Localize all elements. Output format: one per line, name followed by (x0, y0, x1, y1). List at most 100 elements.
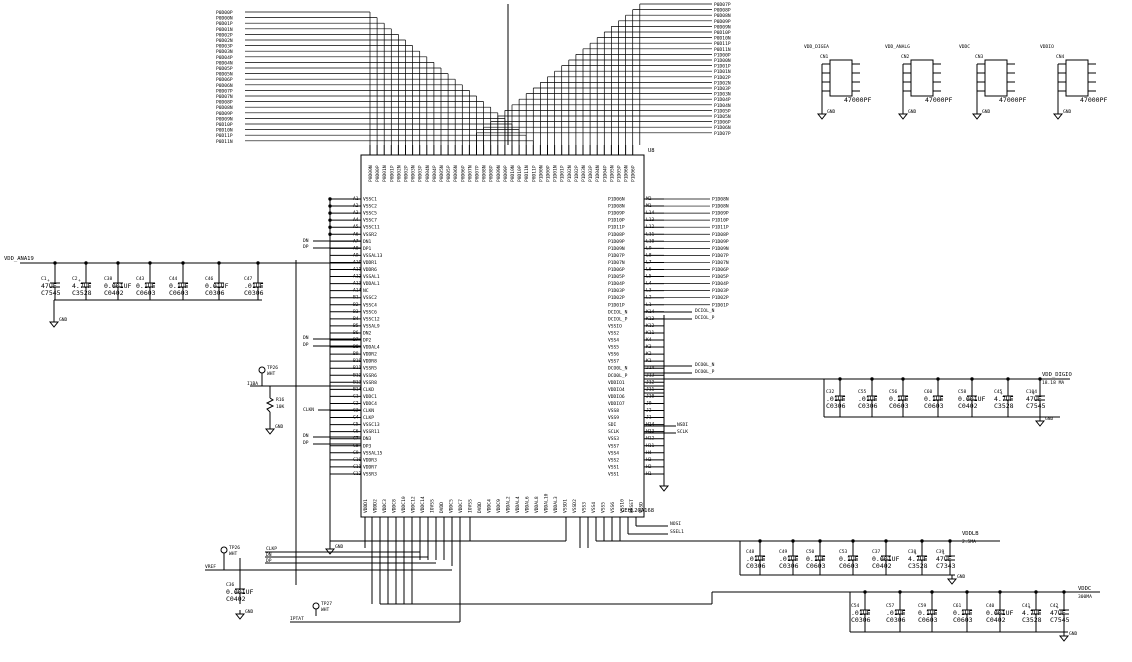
connector-net-label: VDD_DIGEA (804, 44, 829, 50)
ic-left-pin-number: B2 (353, 302, 359, 308)
ic-right-pin-name: P1D09N (608, 246, 625, 252)
net-label-top-right: P1D06P (714, 120, 731, 126)
ic-right-pin-name: VSS1 (608, 471, 619, 477)
ic-top-pin-label: P0D04P (432, 165, 438, 182)
ic-right-pin-number: L7 (646, 259, 652, 265)
ic-right-pin-number: L12 (646, 224, 655, 230)
cap-ref: C38 (104, 276, 113, 282)
cap-package: C0402 (104, 289, 124, 297)
svg-text:+: + (1028, 606, 1031, 611)
ic-right-pin-name: DCIOL_N (608, 309, 628, 315)
gnd-label: GND (908, 109, 917, 115)
ic-bottom-pin-label: VSSD2 (572, 499, 578, 513)
ic-bottom-pin-label: VDDC8 (392, 499, 398, 513)
ic-top-pin-label: P1D02P (574, 165, 580, 182)
cap-package: C0603 (169, 289, 189, 297)
junction-dot (84, 261, 88, 265)
net-label-dp: DP (303, 440, 309, 446)
ic-right-pin-number: L4 (646, 281, 652, 287)
ic-left-pin-number: C8 (353, 443, 359, 449)
ic-right-pin-number: H2 (646, 464, 652, 470)
ic-right-pin-name: VSS5 (608, 345, 619, 351)
ic-right-pin-number: K1 (646, 358, 652, 364)
ic-left-pin-number: C9 (353, 450, 359, 456)
rail_vddc-current: 300MA (1078, 594, 1092, 600)
cap-package: C7545 (41, 289, 61, 297)
ground-symbol (48, 318, 60, 328)
net-label-right: P1D09P (712, 239, 729, 245)
ic-left-pin-name: VSSC2 (363, 295, 377, 301)
ic-top-pin-label: P1D05N (609, 165, 615, 182)
capacitor (848, 541, 858, 575)
capacitor (867, 379, 877, 417)
net-label-top-right: P1D02N (714, 80, 731, 86)
cap-package: C0603 (806, 562, 826, 570)
net-label-top-left: P0D01P (216, 21, 233, 27)
cap-value: 47UF (1050, 609, 1066, 617)
ic-left-pin-number: C7 (353, 436, 359, 442)
ic-right-pin-number: K11 (646, 330, 655, 336)
ic-right-pin-number: H13 (646, 429, 655, 435)
resistor-ref: R16 (276, 397, 285, 403)
cap-package: C0306 (244, 289, 264, 297)
ic-right-pin-number: K12 (646, 323, 655, 329)
ic-right-pin-number: J13 (646, 372, 655, 378)
cap-value: 0.001UF (104, 282, 131, 290)
cap-value: 0.001UF (872, 555, 899, 563)
gnd-label: GND (957, 574, 966, 580)
net-label-dco-n: DCO0L_N (695, 362, 715, 368)
cap-package: C3528 (1022, 616, 1042, 624)
ic-bottom-pin-label: IOVSS (430, 499, 436, 513)
net-label-clkp: CLKP (266, 546, 277, 552)
cap-value: 0.1UF (889, 395, 909, 403)
net-label-sdi: NSDI (677, 422, 688, 428)
ic-right-pin-name: P1D04P (608, 281, 625, 287)
ic-right-pin-name: P1D02P (608, 295, 625, 301)
cap-ref: C104 (1026, 389, 1037, 395)
test-point-ref: TP27 (321, 601, 332, 607)
ic-left-pin-name: VSSR8 (363, 380, 377, 386)
ic-right-pin-number: L1 (646, 302, 652, 308)
ic-right-pin-name: VSS3 (608, 436, 619, 442)
static-wiring (20, 4, 1100, 633)
cap-value: 0.001UF (958, 395, 985, 403)
junction-dot (256, 261, 260, 265)
net-label-right: P1D11P (712, 225, 729, 231)
capacitor (898, 379, 908, 417)
ic-right-pin-number: L13 (646, 217, 655, 223)
net-label-top-right: P1D05N (714, 114, 731, 120)
ic-right-pin-name: DCO0L_P (608, 373, 628, 379)
ic-top-pin-label: P0D05P (446, 165, 452, 182)
capacitor (881, 541, 891, 575)
ic-top-pin-label: P1D01N (553, 165, 559, 182)
ic-bottom-pin-label: VDDC14 (420, 496, 426, 513)
cap-ref: C2 (72, 276, 78, 282)
net-label-vref: VREF (205, 564, 216, 570)
ic-left-pin-name: VDDR1 (363, 260, 377, 266)
ic-right-pin-number: K4 (646, 337, 652, 343)
net-label-right: P1D09P (712, 211, 729, 217)
cap-value: 0.1UF (924, 395, 944, 403)
ic-top-pin-label: P0D04N (425, 165, 431, 182)
ic-bottom-pin-label: VDDAL8 (534, 496, 540, 513)
connector-value: 47000PF (999, 96, 1026, 104)
ic-left-pin-name: DN1 (363, 239, 372, 245)
ic-top-pin-label: P1D06P (631, 165, 637, 182)
ic-right-pin-number: H1 (646, 471, 652, 477)
ground-symbol (816, 110, 828, 120)
ic-right-pin-number: L6 (646, 267, 652, 273)
cap-package: C0402 (226, 595, 246, 603)
capacitor (145, 270, 155, 300)
ic-right-pin-name: P1D06N (608, 197, 625, 203)
ic-left-pin-name: VDDAL1 (363, 281, 380, 287)
ic-right-pin-number: J9 (646, 400, 652, 406)
ic-left-pin-name: DN2 (363, 330, 372, 336)
ic-left-pin-name: DP3 (363, 443, 372, 449)
net-label-top-left: P0D07P (216, 88, 233, 94)
net-label-top-left: P0D02N (216, 38, 233, 44)
ic-left-pin-name: VDDAL4 (363, 345, 380, 351)
rail-label-vdd-ana19: VDD_ANA19 (4, 256, 34, 262)
ic-left-pin-number: B1 (353, 295, 359, 301)
ic-top-pin-label: P0D02N (396, 165, 402, 182)
